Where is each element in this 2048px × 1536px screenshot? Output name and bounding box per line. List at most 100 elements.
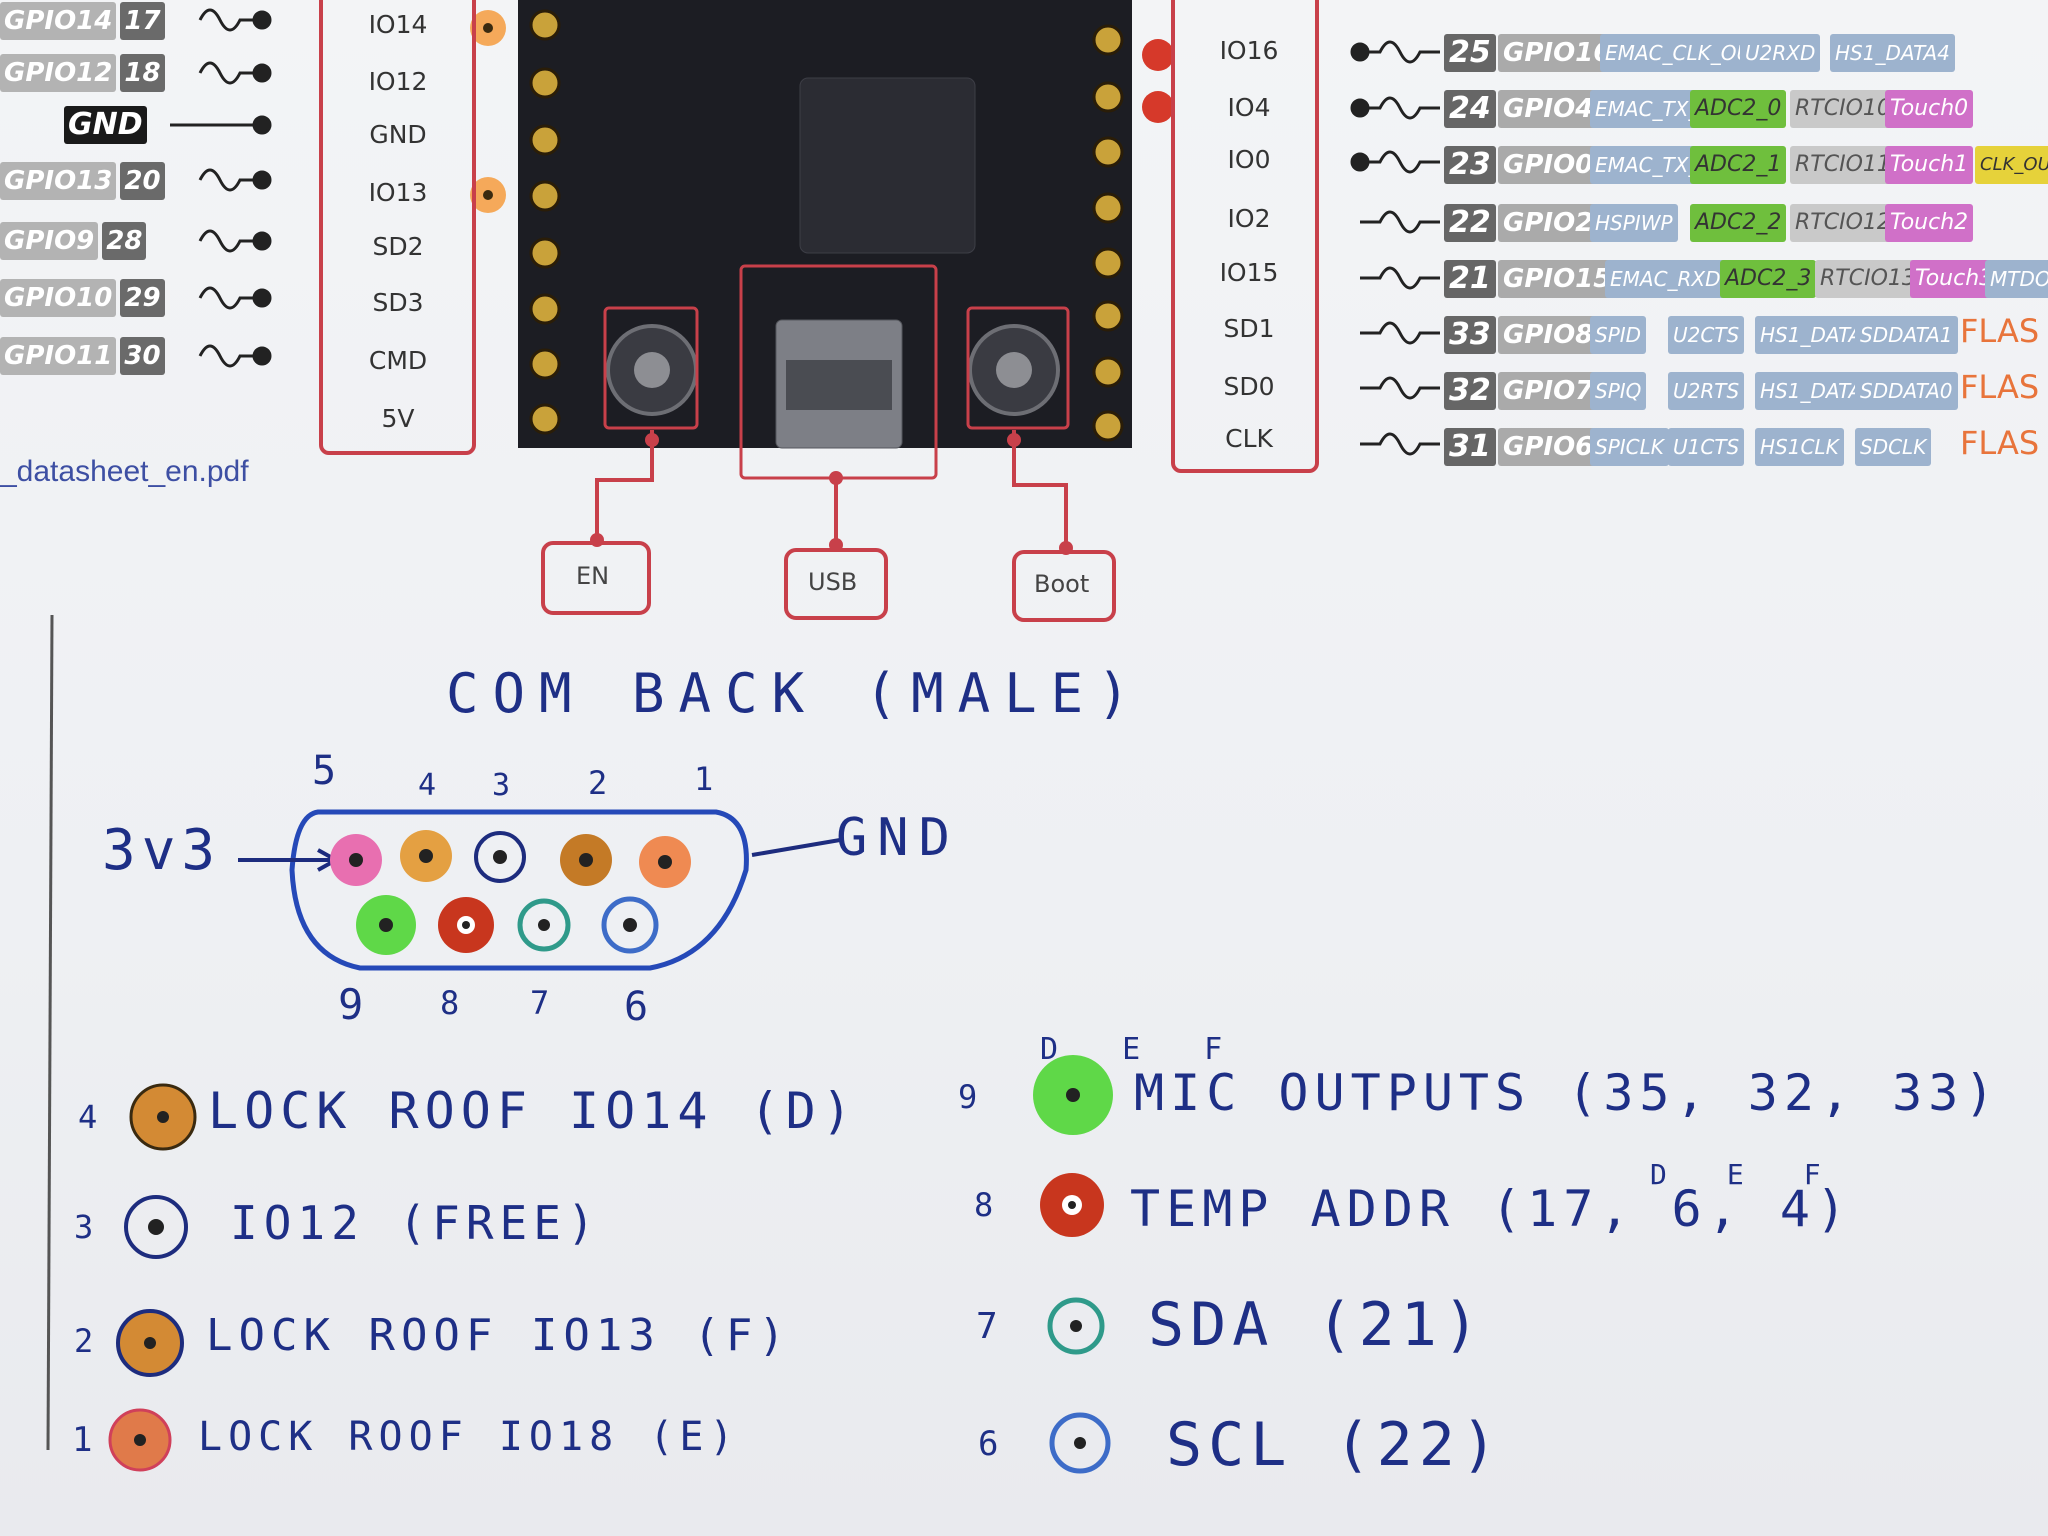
function-tag: RTCIO13 [1815,260,1921,298]
function-tag: U2CTS [1668,316,1745,354]
legend-text-2: LOCK ROOF IO13 (F) [206,1310,791,1361]
gpio-chip: GPIO8 [1498,316,1599,354]
pin-number-6: 6 [624,984,655,1030]
gpio-chip: GPIO15 [1498,260,1617,298]
pin-number-chip: 28 [102,222,147,260]
function-tag: HS1_DATA4 [1830,34,1955,72]
function-tag: CLK_OUT [1975,146,2048,184]
frame-label-io16: IO16 [1219,36,1279,65]
pin-number-chip: 33 [1444,316,1496,354]
pin-number-chip: 18 [120,54,165,92]
left-pin-gpio10: GPIO10 29 [0,277,169,319]
function-tag: SDCLK [1855,428,1932,466]
gpio-chip: GPIO14 [0,2,117,40]
pin-number-8: 8 [440,984,466,1022]
function-tag: U1CTS [1668,428,1745,466]
db9-outline [289,809,749,971]
function-tag: ADC2_3 [1720,260,1817,298]
function-tag: HS1CLK [1755,428,1844,466]
pin-number-5: 5 [312,748,343,794]
gpio-chip: GPIO10 [0,279,117,317]
pin-number-chip: 32 [1444,372,1496,410]
gpio-chip: GPIO12 [0,54,117,92]
pin-number-chip: 17 [120,2,165,40]
function-tag: ADC2_2 [1690,204,1787,242]
frame-label-clk: CLK [1225,424,1273,453]
function-tag: ADC2_0 [1690,90,1787,128]
legend-num-4: 4 [78,1098,104,1136]
function-tag: ADC2_1 [1690,146,1787,184]
frame-label-io4: IO4 [1227,93,1271,122]
gpio-chip: GPIO9 [0,222,99,260]
legend-text-6: SCL (22) [1166,1410,1503,1480]
frame-label-io15: IO15 [1219,258,1279,287]
legend-num-6: 6 [978,1424,1005,1464]
legend-text-7: SDA (21) [1148,1290,1485,1360]
pin-number-chip: 31 [1444,428,1496,466]
label-3v3: 3v3 [102,818,222,883]
pin-number-chip: 25 [1444,34,1496,72]
gpio-chip: GPIO11 [0,337,117,375]
frame-label-5v: 5V [381,404,415,433]
frame-label-sd3: SD3 [372,288,424,317]
function-tag: RTCIO11 [1790,146,1896,184]
flash-label: FLAS [1960,312,2040,350]
left-pin-frame [319,0,476,455]
function-tag: SPICLK [1590,428,1669,466]
legend-text-1: LOCK ROOF IO18 (E) [198,1414,740,1460]
legend-num-1: 1 [72,1420,99,1460]
frame-label-io14: IO14 [368,10,428,39]
datasheet-link[interactable]: _datasheet_en.pdf [0,455,249,488]
pin-number-1: 1 [694,760,720,798]
gpio-chip: GPIO4 [1498,90,1599,128]
pin-number-chip: 23 [1444,146,1496,184]
legend-text-4: LOCK ROOF IO14 (D) [208,1082,858,1140]
legend-num-8: 8 [974,1186,1000,1224]
function-tag: Touch2 [1885,204,1974,242]
function-tag: EMAC_RXD3 [1605,260,1739,298]
function-tag: HSPIWP [1590,204,1678,242]
annot-f: F [1803,1158,1881,1191]
flash-label: FLAS [1960,368,2040,406]
gpio-chip: GPIO0 [1498,146,1599,184]
pin-number-chip: 29 [120,279,165,317]
left-pin-gpio13: GPIO13 20 [0,160,169,202]
function-tag: U2RTS [1668,372,1745,410]
frame-label-io0: IO0 [1227,145,1271,174]
annot-def-mid: DEF [1650,1158,1881,1191]
left-pin-gpio11: GPIO11 30 [0,335,169,377]
flash-label: FLAS [1960,424,2040,462]
function-tag: SPID [1590,316,1647,354]
legend-text-3: IO12 (FREE) [230,1196,601,1250]
function-tag: RTCIO10 [1790,90,1896,128]
pin-number-chip: 21 [1444,260,1496,298]
pin-number-3: 3 [492,768,517,803]
frame-label-sd0: SD0 [1223,372,1275,401]
legend-text-9: MIC OUTPUTS (35, 32, 33) [1134,1064,2001,1122]
label-gnd: GND [836,808,960,868]
frame-label-io12: IO12 [368,67,428,96]
annot-f: F [1204,1032,1287,1067]
function-tag: SDDATA0 [1855,372,1958,410]
pin-number-2: 2 [588,764,614,802]
annot-e: E [1726,1158,1804,1191]
pin-number-7: 7 [530,984,556,1022]
annot-def-top: DEF [1040,1032,1286,1067]
frame-label-io2: IO2 [1227,204,1271,233]
pin-number-chip: 20 [120,162,165,200]
frame-label-sd1: SD1 [1223,314,1275,343]
gpio-chip: GPIO7 [1498,372,1599,410]
function-tag: Touch1 [1885,146,1974,184]
frame-label-cmd: CMD [368,346,428,375]
function-tag: RTCIO12 [1790,204,1896,242]
legend-num-3: 3 [74,1208,100,1246]
usb-label-box [784,548,888,620]
left-pin-gnd: GND [64,104,151,146]
pin-number-chip: 22 [1444,204,1496,242]
function-tag: SDDATA1 [1855,316,1958,354]
margin-line [46,614,54,1451]
function-tag: SPIQ [1590,372,1647,410]
pin-number-4: 4 [418,768,443,803]
gpio-chip: GPIO16 [1498,34,1617,72]
